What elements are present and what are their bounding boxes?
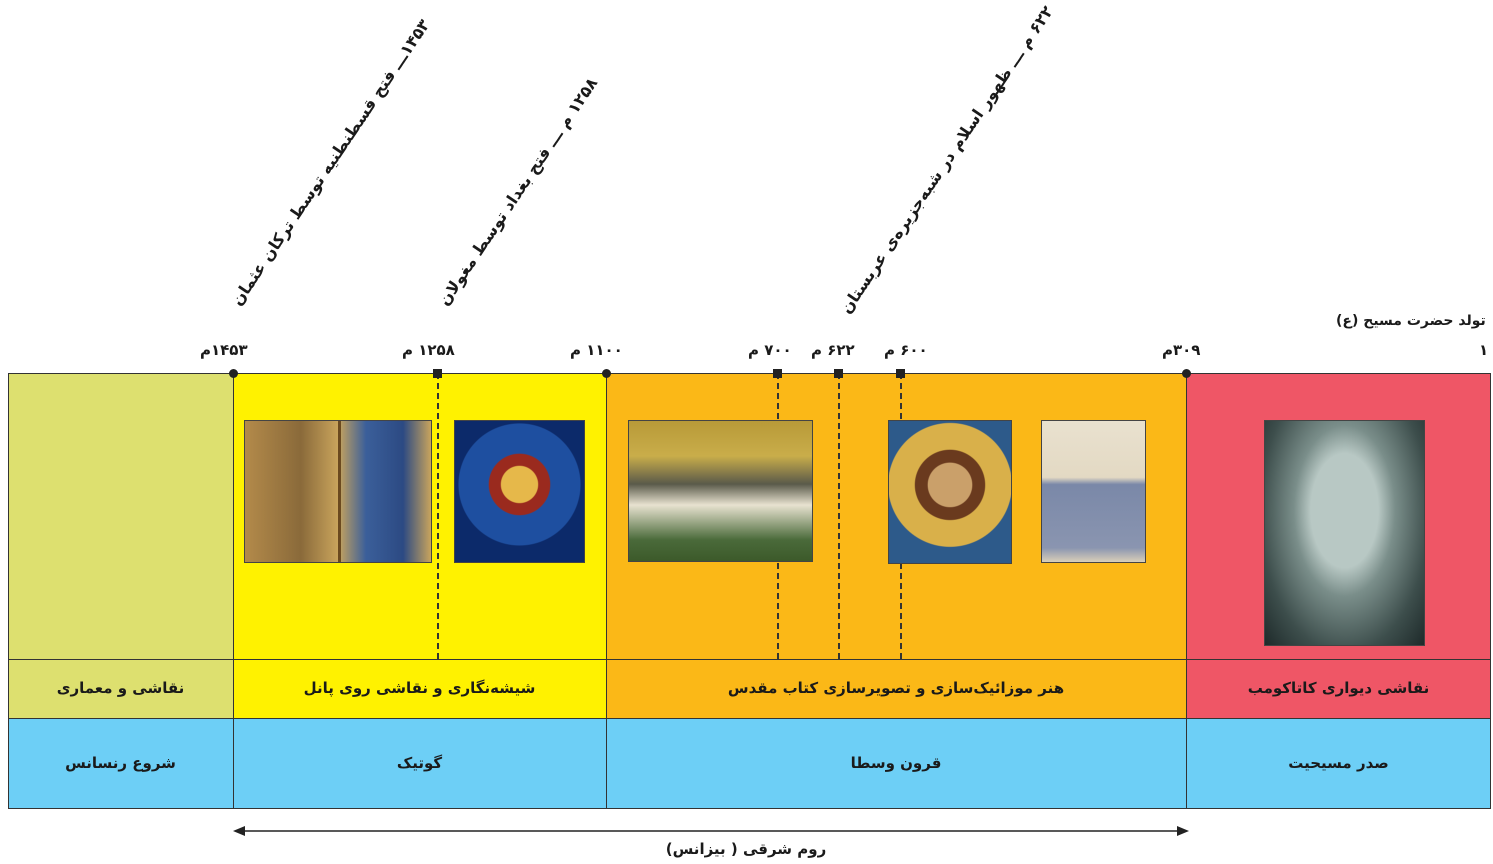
event-label-622: ۶۲۲ م ـــ ظهور اسلام در شبه‌جزیره‌ی عربس…: [836, 2, 1058, 318]
year-label-700: ۷۰۰ م: [748, 341, 792, 359]
art-style-catacomb: نقاشی دیواری کاتاکومب: [1247, 679, 1430, 697]
birth-of-christ-label: تولد حضرت مسیح (ع): [1336, 313, 1486, 329]
marker-square-1258: [433, 369, 442, 378]
renaissance-band: [8, 373, 233, 718]
year-label-313: ۳۰۹م: [1162, 341, 1201, 359]
marker-dot-313: [1182, 369, 1191, 378]
christ-mosaic-image: [888, 420, 1012, 564]
marker-square-600: [896, 369, 905, 378]
start-year-label: ۱: [1479, 341, 1489, 359]
dashed-line-1258: [437, 373, 439, 659]
divider-1453: [233, 373, 234, 809]
period-renaissance: شروع رنسانس: [65, 754, 176, 772]
style-row-divider: [8, 659, 1491, 660]
divider-1100: [606, 373, 607, 809]
byzantine-span-label: روم شرقی ( بیزانس): [665, 840, 827, 858]
period-early-christian: صدر مسیحیت: [1288, 754, 1389, 772]
illuminated-manuscript-image: [1041, 420, 1146, 563]
period-row-divider: [8, 718, 1491, 719]
divider-313: [1186, 373, 1187, 809]
timeline-border: [8, 373, 1491, 809]
justinian-mosaic-image: [628, 420, 813, 562]
marker-dot-1100: [602, 369, 611, 378]
event-label-1453: ۱۴۵۳ـــ فتح قسطنطنیه توسط ترکان عثمان: [227, 15, 434, 309]
marker-square-622: [834, 369, 843, 378]
catacomb-fresco-image: [1264, 420, 1425, 646]
marker-square-700: [773, 369, 782, 378]
dashed-line-622: [838, 373, 840, 659]
event-label-1258: ۱۲۵۸ م ـــ فتح بغداد توسط مغولان: [434, 74, 602, 309]
year-label-1258: ۱۲۵۸ م: [402, 341, 455, 359]
art-style-renaissance: نقاشی و معماری: [56, 679, 185, 697]
year-label-622: ۶۲۲ م: [811, 341, 855, 359]
art-style-gothic: شیشه‌نگاری و نقاشی روی پانل: [303, 679, 536, 697]
year-label-1100: ۱۱۰۰ م: [570, 341, 623, 359]
year-label-1453: ۱۴۵۳م: [200, 341, 248, 359]
marker-dot-1453: [229, 369, 238, 378]
period-middle-ages: قرون وسطا: [850, 754, 942, 772]
period-gothic: گوتیک: [396, 754, 443, 772]
wilton-diptych-image: [244, 420, 432, 563]
art-style-mosaic: هنر موزائیک‌سازی و تصویرسازی کتاب مقدس: [727, 679, 1065, 697]
stained-glass-bishop-image: [454, 420, 585, 563]
year-label-600: ۶۰۰ م: [884, 341, 928, 359]
period-row: [8, 718, 1491, 809]
